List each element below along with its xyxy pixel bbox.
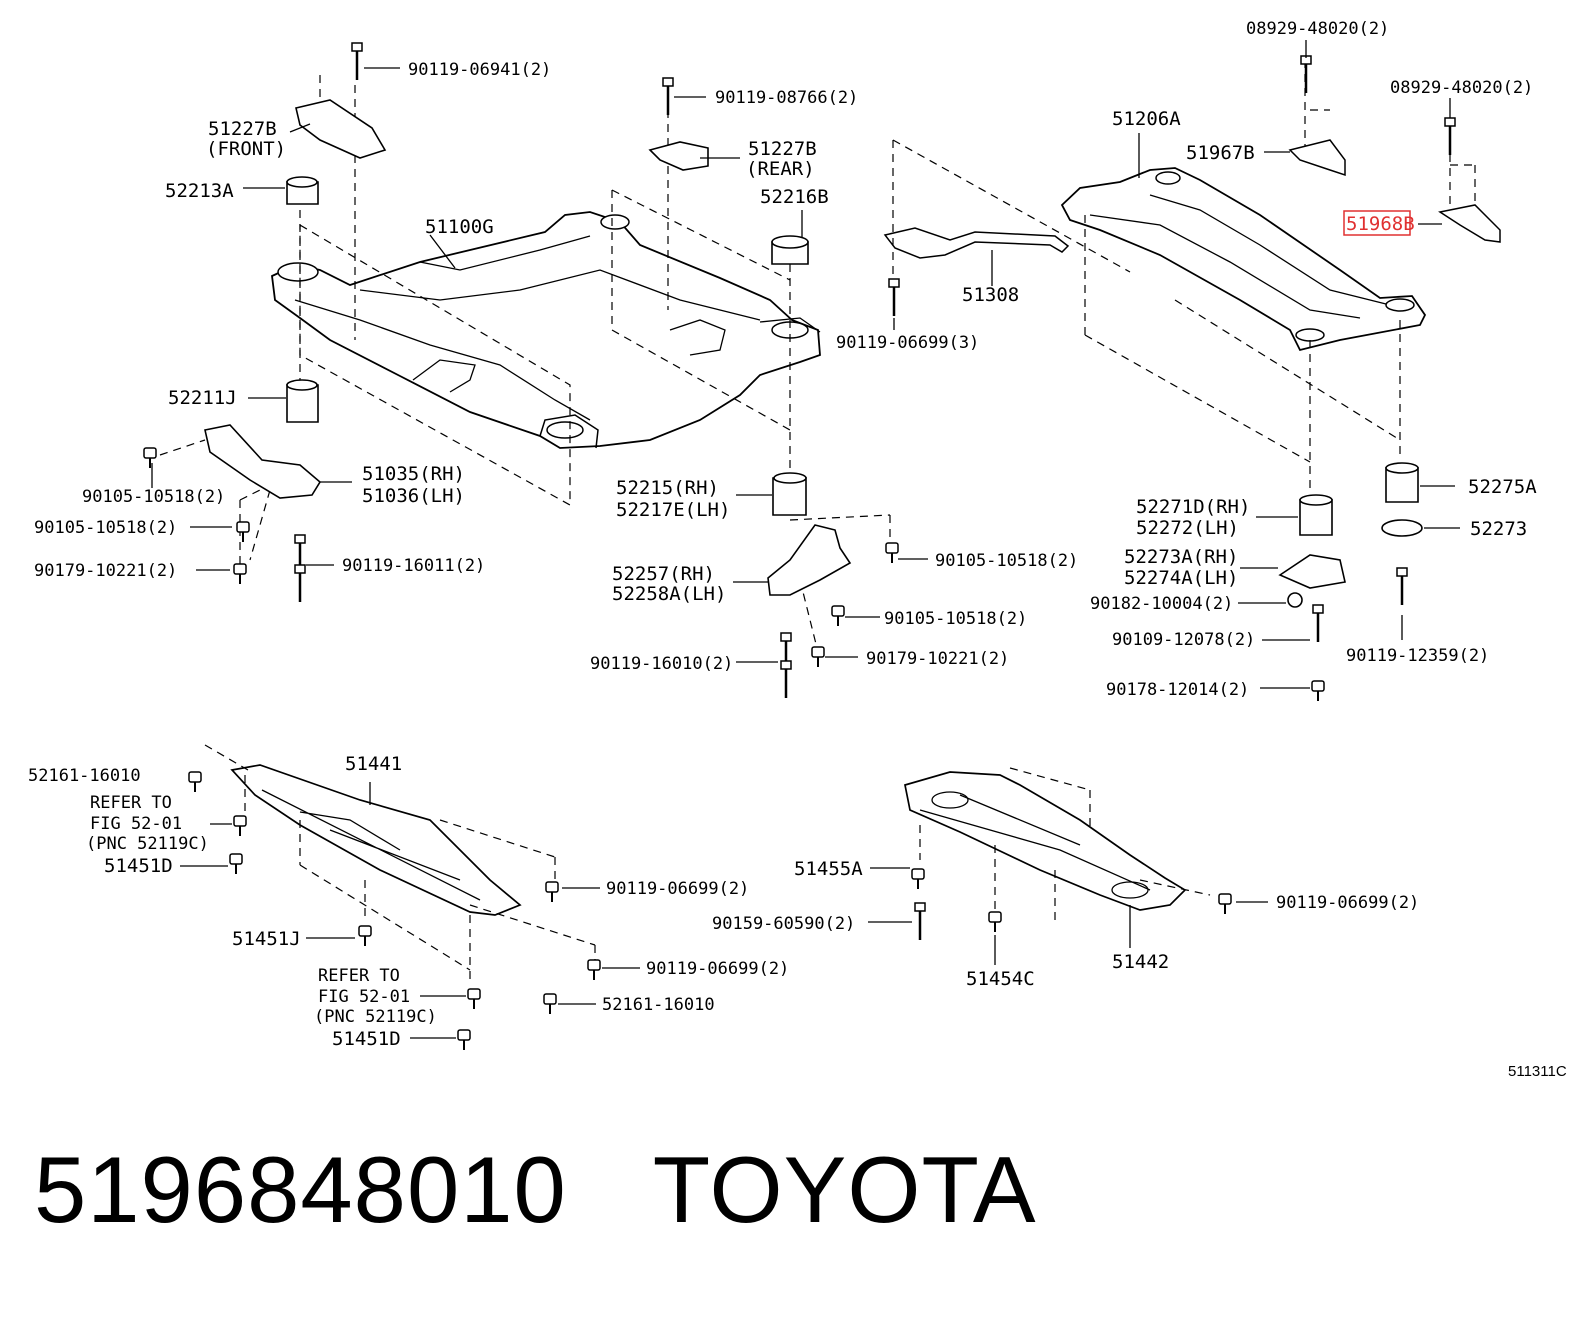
- label-bolt-d: 90105-10518(2): [884, 609, 1027, 629]
- label-bolt-a: 90105-10518(2): [82, 487, 225, 507]
- label-front-frame: 51100G: [425, 216, 494, 238]
- label-nut-a-rear: 90182-10004(2): [1090, 594, 1233, 614]
- label-clip-bottom: 52161-16010: [602, 995, 715, 1015]
- label-stud: 90109-12078(2): [1112, 630, 1255, 650]
- label-stopper-rear: 52216B: [760, 186, 829, 208]
- label-bracket-front-note: (FRONT): [206, 138, 286, 160]
- label-screw-top: 51451D: [104, 855, 173, 877]
- brand-name: TOYOTA: [652, 1137, 1037, 1242]
- label-brace-bolt: 90119-06699(3): [836, 333, 979, 353]
- label-bolt-c: 90105-10518(2): [935, 551, 1078, 571]
- label-rear-bracket-lh: 52258A(LH): [612, 583, 726, 605]
- labels-front-crossmember: 90119-06941(2) 90119-08766(2) 51227B (FR…: [34, 60, 1078, 674]
- labels-rear-under-cover: 51455A 90119-06699(2) 90159-60590(2) 514…: [712, 858, 1419, 990]
- label-refer1-line3: (PNC 52119C): [86, 834, 209, 854]
- labels-front-under-cover: 51441 52161-16010 REFER TO FIG 52-01 (PN…: [28, 753, 789, 1050]
- highlight-box: [1343, 210, 1411, 236]
- label-cushion-rear-lh: 52217E(LH): [616, 499, 730, 521]
- label-nut-cover: 51455A: [794, 858, 863, 880]
- label-screw-cover: 90159-60590(2): [712, 914, 855, 934]
- label-refer1-line2: FIG 52-01: [90, 814, 182, 834]
- label-cushion-rear-rh: 52215(RH): [616, 477, 719, 499]
- label-cushion-front: 52211J: [168, 387, 237, 409]
- label-screw-bottom: 51451D: [332, 1028, 401, 1050]
- label-side-bracket-rh: 51035(RH): [362, 463, 465, 485]
- figure-id: 511311C: [1508, 1063, 1567, 1080]
- label-bracket-rear: 51227B: [748, 138, 817, 160]
- front-crossmember-drawing: [143, 41, 928, 700]
- label-stopper-front: 52213A: [165, 180, 234, 202]
- label-stopper-rh: 52273A(RH): [1124, 546, 1238, 568]
- label-bracket-b-highlighted: 51968B: [1346, 213, 1415, 235]
- label-side-bracket-lh: 51036(LH): [362, 485, 465, 507]
- label-nut-b: 90179-10221(2): [866, 649, 1009, 669]
- label-bolt-long-rear-cm: 90119-12359(2): [1346, 646, 1489, 666]
- label-bolt-a-cover: 90119-06699(2): [606, 879, 749, 899]
- front-under-cover-drawing: [180, 744, 640, 1051]
- label-screw-mid: 51451J: [232, 928, 301, 950]
- rear-under-cover-drawing: [868, 767, 1268, 965]
- label-cushion-b: 52275A: [1468, 476, 1537, 498]
- label-bolt-long-rear: 90119-16010(2): [590, 654, 733, 674]
- label-bracket-a: 51967B: [1186, 142, 1255, 164]
- label-washer: 52273: [1470, 518, 1527, 540]
- label-brace: 51308: [962, 284, 1019, 306]
- label-cushion-a-rh: 52271D(RH): [1136, 496, 1250, 518]
- label-bolt-b: 90105-10518(2): [34, 518, 177, 538]
- part-number: 5196848010: [34, 1137, 567, 1242]
- label-bolt-top-a: 08929-48020(2): [1246, 19, 1389, 39]
- label-clip-top: 52161-16010: [28, 766, 141, 786]
- rear-crossmember-drawing: [883, 40, 1501, 702]
- label-nut-b-rear: 90178-12014(2): [1106, 680, 1249, 700]
- label-refer2-line3: (PNC 52119C): [314, 1007, 437, 1027]
- label-bolt-b-cover: 90119-06699(2): [646, 959, 789, 979]
- label-nut-a: 90179-10221(2): [34, 561, 177, 581]
- label-bolt-top-front: 90119-06941(2): [408, 60, 551, 80]
- label-bolt-long-front: 90119-16011(2): [342, 556, 485, 576]
- label-bolt-cover-rear: 90119-06699(2): [1276, 893, 1419, 913]
- label-rear-bracket-rh: 52257(RH): [612, 563, 715, 585]
- label-refer2-line2: FIG 52-01: [318, 987, 410, 1007]
- label-bolt-top-rear: 90119-08766(2): [715, 88, 858, 108]
- labels-rear-crossmember: 08929-48020(2) 08929-48020(2) 51206A 519…: [836, 19, 1537, 700]
- label-bracket-rear-note: (REAR): [746, 158, 815, 180]
- label-rear-cover: 51442: [1112, 951, 1169, 973]
- label-cushion-a-lh: 52272(LH): [1136, 517, 1239, 539]
- label-refer2-line1: REFER TO: [318, 966, 400, 986]
- footer-caption: 5196848010 TOYOTA: [34, 1135, 1037, 1245]
- label-bracket-front: 51227B: [208, 118, 277, 140]
- label-clip-cover: 51454C: [966, 968, 1035, 990]
- label-bolt-top-b: 08929-48020(2): [1390, 78, 1533, 98]
- label-refer1-line1: REFER TO: [90, 793, 172, 813]
- label-stopper-lh: 52274A(LH): [1124, 567, 1238, 589]
- label-rear-frame: 51206A: [1112, 108, 1181, 130]
- label-front-cover: 51441: [345, 753, 402, 775]
